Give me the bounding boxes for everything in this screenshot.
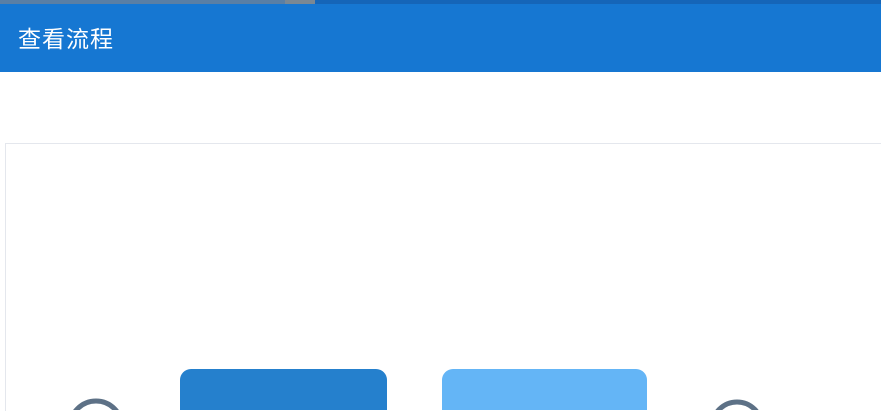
bpmn-diagram-canvas[interactable] — [6, 144, 881, 410]
window-top-edge-strip — [0, 0, 881, 4]
node-end-event-ring[interactable] — [712, 399, 762, 410]
node-task-2[interactable] — [442, 369, 647, 410]
page-header: 查看流程 — [0, 4, 881, 72]
top-strip-segment-right — [315, 0, 881, 4]
page-title: 查看流程 — [18, 26, 114, 52]
tab-bar: 流程图 执行情况 流程日志 — [0, 72, 881, 216]
top-strip-segment-mid — [285, 0, 315, 4]
top-strip-segment-left — [0, 0, 285, 4]
flowchart-panel: 1.执行 通知发起人 — [5, 143, 881, 411]
node-start-event[interactable] — [70, 398, 122, 410]
node-task-1[interactable] — [180, 369, 387, 410]
